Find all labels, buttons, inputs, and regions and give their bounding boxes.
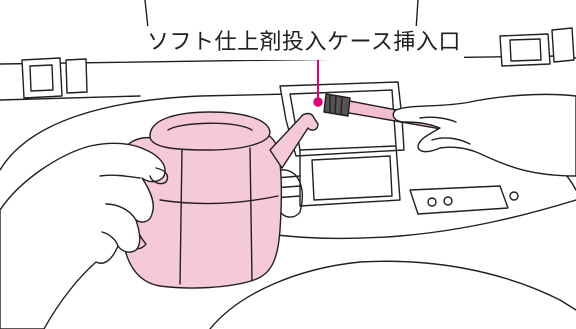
dispenser-inlet-callout-label: ソフト仕上剤投入ケース挿入口 <box>144 26 464 60</box>
hand-icon <box>0 142 169 329</box>
hand-icon <box>392 93 576 177</box>
callout-leader <box>313 57 323 107</box>
